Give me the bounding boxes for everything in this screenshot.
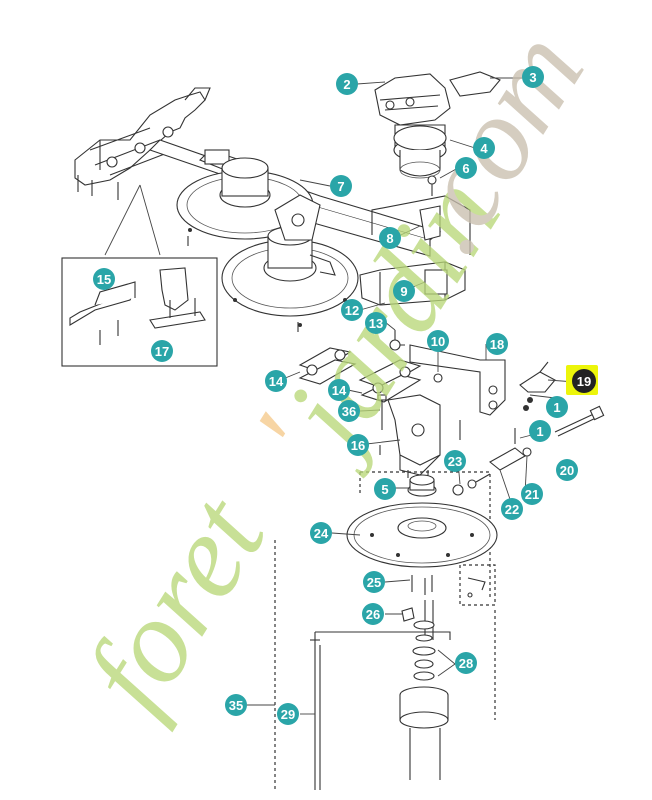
callout-21[interactable]: 21 [521,483,543,505]
callout-20-text: 20 [560,463,574,478]
callout-3-text: 3 [529,70,536,85]
watermark: foret ' jardin .com [59,8,609,733]
callout-22-text: 22 [505,502,519,517]
callout-10-text: 10 [431,334,445,349]
callout-6-text: 6 [462,161,469,176]
callout-25-text: 25 [367,575,381,590]
callout-14a-text: 14 [269,374,284,389]
callout-21-text: 21 [525,487,539,502]
callout-3[interactable]: 3 [522,66,544,88]
callout-13-text: 13 [369,316,383,331]
callout-15-text: 15 [97,272,111,287]
callout-5-text: 5 [381,482,388,497]
callout-labels: 2 3 4 6 7 8 9 10 12 13 14 14 15 16 17 18… [93,66,598,725]
callout-18[interactable]: 18 [486,333,508,355]
callout-24[interactable]: 24 [310,522,332,544]
callout-8[interactable]: 8 [379,227,401,249]
callout-22[interactable]: 22 [501,498,523,520]
callout-6[interactable]: 6 [455,157,477,179]
callout-7-text: 7 [337,179,344,194]
callout-1b-text: 1 [536,424,543,439]
callout-1a[interactable]: 1 [546,396,568,418]
callout-4-text: 4 [480,141,488,156]
callout-24-text: 24 [314,526,329,541]
callout-14a[interactable]: 14 [265,370,287,392]
callout-9[interactable]: 9 [393,280,415,302]
callout-23[interactable]: 23 [444,450,466,472]
callout-35-text: 35 [229,698,243,713]
callout-28[interactable]: 28 [455,652,477,674]
callout-16[interactable]: 16 [347,434,369,456]
callout-2-text: 2 [343,77,350,92]
callout-19-text: 19 [577,374,591,389]
callout-7[interactable]: 7 [330,175,352,197]
callout-1b[interactable]: 1 [529,420,551,442]
callout-9-text: 9 [400,284,407,299]
callout-12-text: 12 [345,303,359,318]
callout-19-highlighted[interactable]: 19 [566,365,598,395]
callout-10[interactable]: 10 [427,330,449,352]
callout-26[interactable]: 26 [362,603,384,625]
callout-15[interactable]: 15 [93,268,115,290]
callout-14b-text: 14 [332,383,347,398]
mower-frame-assembly [74,87,442,332]
callout-13[interactable]: 13 [365,312,387,334]
callout-2[interactable]: 2 [336,73,358,95]
callout-23-text: 23 [448,454,462,469]
callout-18-text: 18 [490,337,504,352]
callout-26-text: 26 [366,607,380,622]
callout-29[interactable]: 29 [277,703,299,725]
callout-29-text: 29 [281,707,295,722]
callout-1a-text: 1 [553,400,560,415]
callout-17-text: 17 [155,344,169,359]
callout-36[interactable]: 36 [338,400,360,422]
callout-25[interactable]: 25 [363,571,385,593]
callout-14b[interactable]: 14 [328,379,350,401]
callout-5[interactable]: 5 [374,478,396,500]
callout-4[interactable]: 4 [473,137,495,159]
callout-28-text: 28 [459,656,473,671]
gearbox-assembly [371,71,501,255]
callout-20[interactable]: 20 [556,459,578,481]
callout-16-text: 16 [351,438,365,453]
callout-17[interactable]: 17 [151,340,173,362]
callout-35[interactable]: 35 [225,694,247,716]
cutter-disc-assembly [274,471,498,790]
watermark-fore: foret [59,473,291,734]
callout-8-text: 8 [386,231,393,246]
callout-36-text: 36 [342,404,356,419]
callout-12[interactable]: 12 [341,299,363,321]
inset-brackets [61,257,218,367]
